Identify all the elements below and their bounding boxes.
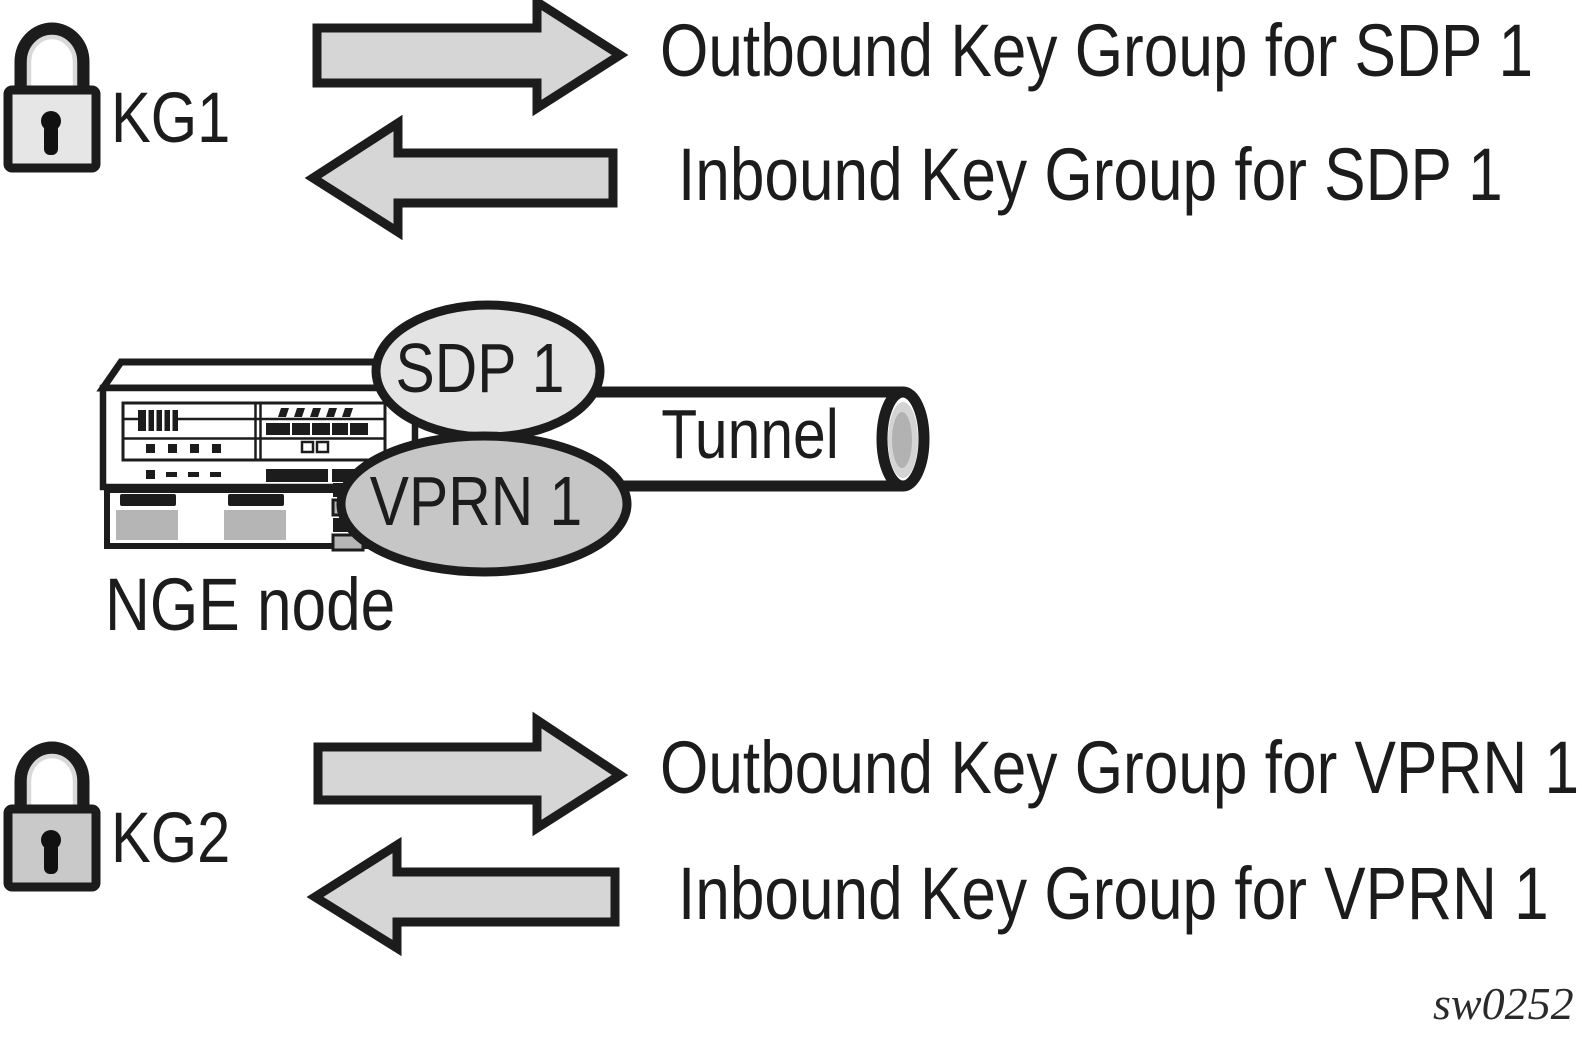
tunnel-end-core [892,412,912,468]
kg2-padlock-icon [3,741,101,892]
vprn-ellipse [336,431,632,577]
figure-watermark: sw0252 [1433,978,1574,1029]
arrow-left-icon [306,836,620,957]
keyhole-stem [44,843,58,874]
padlock-shackle [14,741,90,819]
sdp-label: SDP 1 [395,329,565,407]
device-detail-marks [138,408,384,482]
padlock-shackle-highlight [26,34,78,100]
inbound-sdp-label: Inbound Key Group for SDP 1 [678,133,1503,216]
tunnel-label: Tunnel [661,395,839,473]
outbound-vprn-arrow [313,711,629,837]
inbound-vprn-label: Inbound Key Group for VPRN 1 [678,852,1549,935]
vprn-label: VPRN 1 [369,462,583,540]
outbound-sdp-label: Outbound Key Group for SDP 1 [660,9,1534,92]
arrow-right-icon [312,0,629,117]
outbound-sdp-arrow [312,0,629,117]
tunnel-body [594,386,903,492]
keyhole-stem [44,124,58,155]
padlock-shackle [14,22,90,100]
tunnel-pipe-icon [594,386,930,492]
kg2-label: KG2 [111,799,231,878]
kg1-label: KG1 [111,79,231,158]
inbound-vprn-arrow [306,836,620,957]
outbound-vprn-label: Outbound Key Group for VPRN 1 [660,726,1580,809]
nge-node-label: NGE node [105,563,396,646]
inbound-sdp-arrow [304,114,618,241]
kg1-padlock-icon [3,22,101,173]
chassis-drawer [104,487,372,549]
padlock-shackle-highlight [26,753,78,819]
arrow-right-icon [313,711,629,837]
arrow-left-icon [304,114,618,241]
